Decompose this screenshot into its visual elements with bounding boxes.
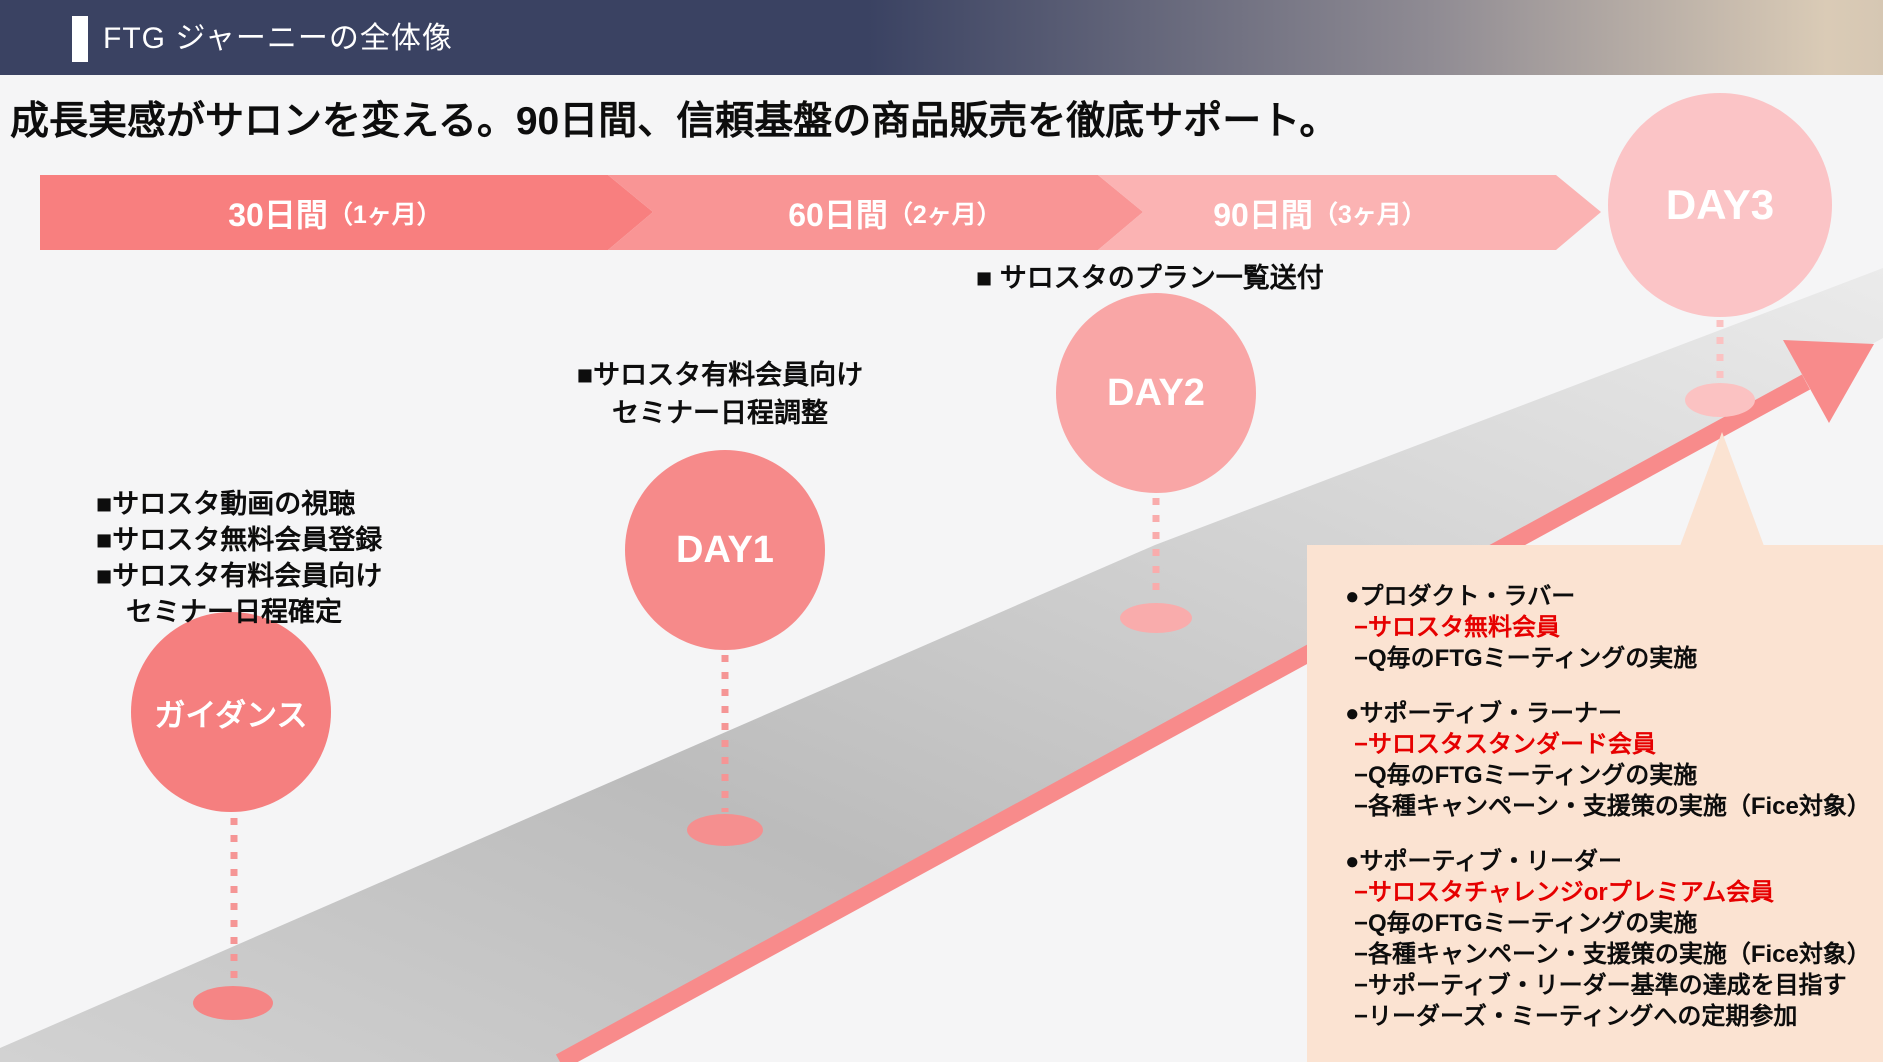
callout-line: −Q毎のFTGミーティングの実施 [1354, 910, 1698, 937]
callout-group-supportive-leader: ●サポーティブ・リーダー −サロスタチャレンジorプレミアム会員 −Q毎のFTG… [1345, 846, 1873, 1032]
day1-note-line: セミナー日程調整 [612, 398, 828, 428]
phase-label-60days: 60日間（2ヶ月） [660, 177, 1130, 249]
phase-2-months: （2ヶ月） [887, 201, 1002, 229]
phase-3-months: （3ヶ月） [1312, 201, 1427, 229]
phase-label-90days: 90日間（3ヶ月） [1110, 177, 1530, 249]
day1-note-line: ■サロスタ有料会員向け [576, 360, 864, 390]
phase-1-months: （1ヶ月） [327, 201, 442, 229]
phase-1-duration: 30日間 [228, 197, 328, 233]
guidance-note-line: ■サロスタ有料会員向け [96, 561, 383, 591]
callout-line: −リーダーズ・ミーティングへの定期参加 [1354, 1003, 1798, 1030]
milestone-circle-day1: DAY1 [625, 450, 825, 650]
milestone-label-day2: DAY2 [1107, 371, 1205, 414]
callout-group-supportive-learner: ●サポーティブ・ラーナー −サロスタスタンダード会員 −Q毎のFTGミーティング… [1345, 698, 1873, 822]
day1-notes: ■サロスタ有料会員向け セミナー日程調整 [530, 356, 910, 432]
phase-arrow-3 [1098, 175, 1601, 250]
callout-line: −各種キャンペーン・支援策の実施（Fice対象） [1354, 793, 1871, 820]
milestone-circle-guidance: ガイダンス [131, 612, 331, 812]
milestone-circle-day2: DAY2 [1056, 293, 1256, 493]
callout-line: −Q毎のFTGミーティングの実施 [1354, 762, 1698, 789]
callout-line: −各種キャンペーン・支援策の実施（Fice対象） [1354, 941, 1871, 968]
header-bar: FTG ジャーニーの全体像 [0, 0, 1883, 75]
headline: 成長実感がサロンを変える。90日間、信頼基盤の商品販売を徹底サポート。 [10, 100, 1339, 143]
phase-label-30days: 30日間（1ヶ月） [40, 177, 630, 249]
milestone-label-day3: DAY3 [1665, 181, 1775, 228]
growth-arrow-shaft [555, 374, 1811, 1062]
callout-group-title: ●プロダクト・ラバー [1345, 583, 1576, 610]
milestone-circle-day3: DAY3 [1608, 93, 1832, 317]
callout-line: −サロスタスタンダード会員 [1354, 731, 1657, 758]
road-surface [0, 268, 1883, 1062]
guidance-note-line: セミナー日程確定 [126, 597, 342, 627]
callout-line: −サロスタチャレンジorプレミアム会員 [1354, 879, 1775, 906]
callout-group-product-lover: ●プロダクト・ラバー −サロスタ無料会員 −Q毎のFTGミーティングの実施 [1345, 581, 1873, 674]
growth-arrow-head-icon [1783, 340, 1874, 423]
milestone-label-guidance: ガイダンス [154, 697, 308, 733]
base-ellipse-day2 [1120, 603, 1192, 633]
callout-line: −サポーティブ・リーダー基準の達成を目指す [1354, 972, 1847, 999]
day2-note-line: ■ サロスタのプラン一覧送付 [976, 263, 1324, 293]
page-title: FTG ジャーニーの全体像 [103, 22, 453, 55]
phase-3-duration: 90日間 [1213, 197, 1313, 233]
base-ellipse-day1 [687, 814, 763, 846]
base-ellipse-guidance [193, 986, 273, 1020]
callout-pointer [1680, 432, 1764, 546]
base-ellipse-day3 [1685, 383, 1755, 417]
header-accent-bar [72, 16, 88, 62]
guidance-note-line: ■サロスタ動画の視聴 [96, 489, 356, 519]
membership-callout-box: ●プロダクト・ラバー −サロスタ無料会員 −Q毎のFTGミーティングの実施 ●サ… [1307, 545, 1883, 1062]
callout-group-title: ●サポーティブ・リーダー [1345, 848, 1623, 875]
phase-2-duration: 60日間 [788, 197, 888, 233]
guidance-notes: ■サロスタ動画の視聴 ■サロスタ無料会員登録 ■サロスタ有料会員向け セミナー日… [96, 486, 382, 630]
callout-line: −Q毎のFTGミーティングの実施 [1354, 645, 1698, 672]
guidance-note-line: ■サロスタ無料会員登録 [96, 525, 383, 555]
milestone-label-day1: DAY1 [676, 528, 774, 571]
phase-arrow-2 [608, 175, 1143, 250]
callout-line: −サロスタ無料会員 [1354, 614, 1561, 641]
day2-notes: ■ サロスタのプラン一覧送付 [976, 256, 1324, 295]
callout-group-title: ●サポーティブ・ラーナー [1345, 700, 1623, 727]
phase-arrow-1 [40, 175, 653, 250]
